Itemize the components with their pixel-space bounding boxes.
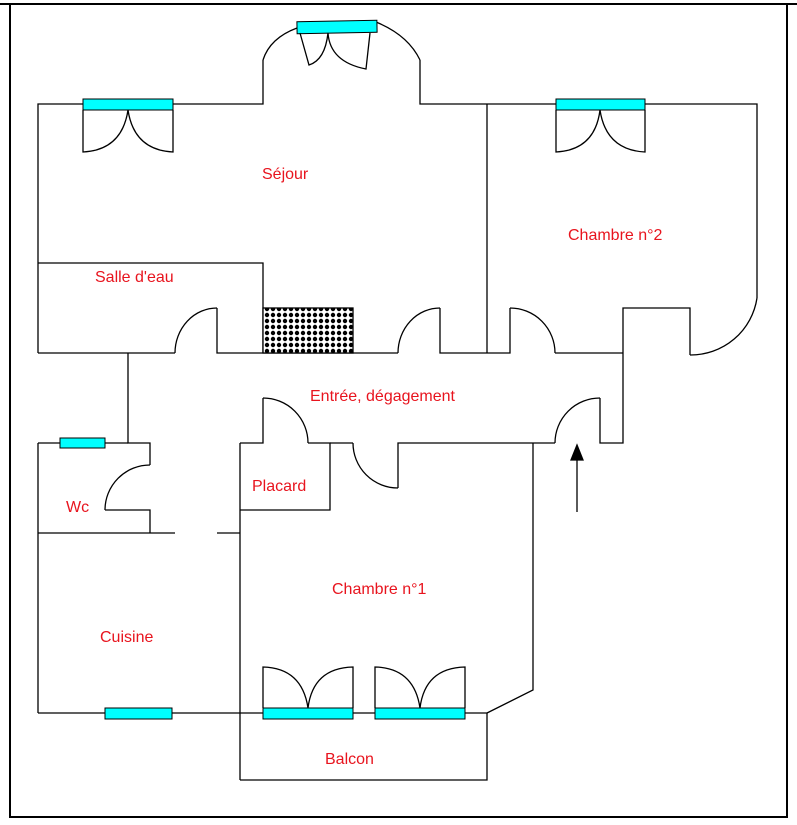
window-wc: [59, 437, 106, 449]
room-label-chambre1: Chambre n°1: [332, 581, 427, 598]
entry-arrow-icon: [570, 443, 584, 461]
windows: [59, 19, 646, 720]
room-label-sejour: Séjour: [262, 166, 309, 183]
window-chambre1-left: [262, 666, 354, 720]
window-sejour-bay: [296, 19, 378, 70]
room-label-cuisine: Cuisine: [100, 629, 154, 646]
room-label-entree: Entrée, dégagement: [310, 388, 455, 405]
room-label-salle-eau: Salle d'eau: [95, 269, 174, 286]
frame: [0, 3, 797, 818]
window-chambre2: [555, 98, 646, 153]
room-label-placard: Placard: [252, 478, 307, 495]
window-sejour-left: [82, 98, 174, 153]
room-label-balcon: Balcon: [325, 751, 374, 768]
hatched-duct: [262, 307, 354, 354]
window-cuisine: [104, 707, 173, 720]
window-chambre1-right: [374, 666, 466, 720]
room-label-wc: Wc: [66, 499, 90, 516]
room-label-chambre2: Chambre n°2: [568, 227, 663, 244]
